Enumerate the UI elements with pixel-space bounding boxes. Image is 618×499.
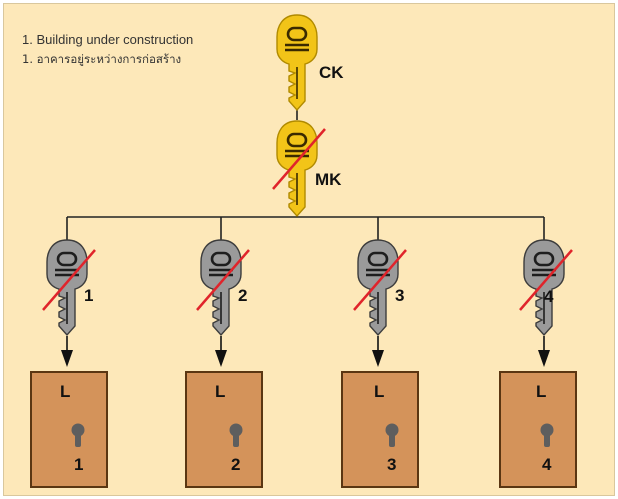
individual-key-1-label: 1 xyxy=(84,286,93,305)
door-1: L 1 xyxy=(30,371,108,488)
master-key-cross xyxy=(272,128,326,190)
arrow-to-door-1 xyxy=(61,336,73,367)
connector-lines xyxy=(66,97,545,240)
arrow-to-door-3 xyxy=(372,336,384,367)
arrow-to-door-2 xyxy=(215,336,227,367)
individual-key-3-cross xyxy=(353,249,407,311)
master-key-label: MK xyxy=(315,170,342,189)
door-2-lock-label: L xyxy=(215,382,225,401)
door-2-number: 2 xyxy=(231,455,240,474)
door-3: L 3 xyxy=(341,371,419,488)
note-thai: 1. อาคารอยู่ระหว่างการก่อสร้าง xyxy=(22,52,182,66)
arrows xyxy=(61,336,550,367)
individual-key-1-cross xyxy=(42,249,96,311)
door-4-lock-label: L xyxy=(536,382,546,401)
individual-key-2-label: 2 xyxy=(238,286,247,305)
door-4-number: 4 xyxy=(542,455,552,474)
construction-key: CK xyxy=(276,14,344,111)
door-2: L 2 xyxy=(185,371,263,488)
individual-key-2-cross xyxy=(196,249,250,311)
arrow-to-door-4 xyxy=(538,336,550,367)
note-english: 1. Building under construction xyxy=(22,32,194,47)
individual-key-4-cross xyxy=(519,249,573,311)
individual-key-3-label: 3 xyxy=(395,286,404,305)
individual-key-3: 3 xyxy=(353,239,407,336)
door-1-lock-label: L xyxy=(60,382,70,401)
construction-key-label: CK xyxy=(319,63,344,82)
individual-key-2: 2 xyxy=(196,239,250,336)
individual-key-4-label: 4 xyxy=(544,287,554,306)
door-3-number: 3 xyxy=(387,455,396,474)
door-1-number: 1 xyxy=(74,455,83,474)
individual-key-1: 1 xyxy=(42,239,96,336)
door-4: L 4 xyxy=(499,371,577,488)
individual-key-4: 4 xyxy=(519,239,573,336)
door-3-lock-label: L xyxy=(374,382,384,401)
master-key: MK xyxy=(272,120,342,217)
